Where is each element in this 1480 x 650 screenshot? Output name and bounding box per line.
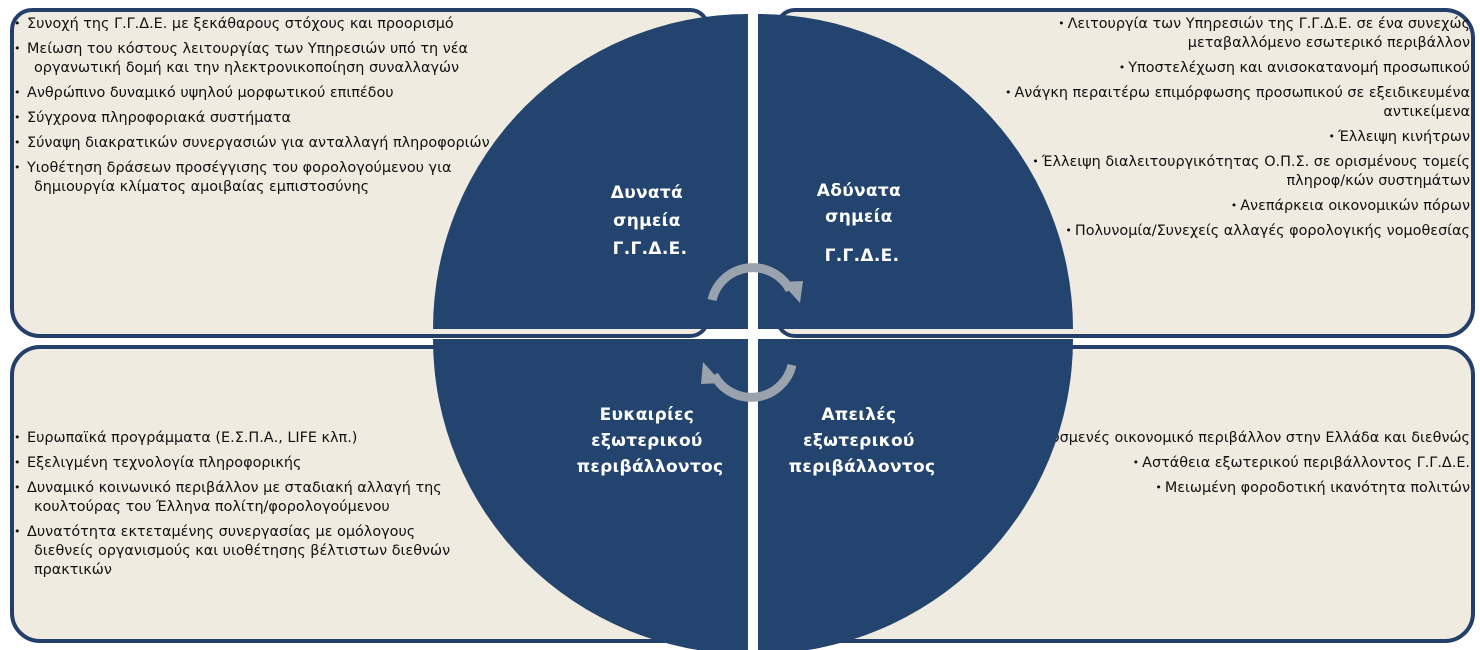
- list-item: •Υποστελέχωση και ανισοκατανομή προσωπικ…: [1118, 60, 1470, 76]
- list-item: •Μειωμένη φοροδοτική ικανότητα πολιτών: [1155, 480, 1470, 496]
- list-item: •Λειτουργία των Υπηρεσιών της Γ.Γ.Δ.Ε. σ…: [1058, 16, 1470, 51]
- list-item: •Ανάγκη περαιτέρω επιμόρφωσης προσωπικού…: [1004, 85, 1470, 120]
- bullet-icon: •: [1155, 481, 1162, 494]
- cycle-arrows-icon: [701, 263, 803, 402]
- threats-quadrant: [758, 339, 1073, 650]
- list-item: •Δυνατότητα εκτεταμένης συνεργασίας με ο…: [14, 524, 451, 578]
- strengths-title: Δυνατά σημεία Γ.Γ.Δ.Ε.: [611, 183, 689, 259]
- bullet-icon: •: [1058, 17, 1065, 30]
- list-item: •Πολυνομία/Συνεχείς αλλαγές φορολογικής …: [1065, 223, 1470, 239]
- threats-list: •Δυσμενές οικονομικό περιβάλλον στην Ελλ…: [985, 428, 1470, 503]
- list-item: •Έλλειψη διαλειτουργικότητας Ο.Π.Σ. σε ο…: [1032, 154, 1470, 189]
- list-item: •Έλλειψη κινήτρων: [1328, 129, 1470, 145]
- strengths-quadrant: [433, 14, 748, 329]
- list-item: •Μείωση του κόστους λειτουργίας των Υπηρ…: [14, 41, 469, 76]
- opportunities-quadrant: [433, 339, 748, 650]
- strengths-list: •Συνοχή της Γ.Γ.Δ.Ε. με ξεκάθαρους στόχο…: [14, 14, 494, 202]
- list-item: •Υιοθέτηση δράσεων προσέγγισης του φορολ…: [14, 160, 452, 195]
- bullet-icon: •: [1118, 61, 1126, 74]
- bullet-icon: •: [1004, 86, 1012, 99]
- opportunities-list: •Ευρωπαϊκά προγράμματα (Ε.Σ.Π.Α., LIFE κ…: [14, 428, 464, 585]
- threats-title: Απειλές εξωτερικού περιβάλλοντος: [789, 405, 936, 477]
- list-item: •Αστάθεια εξωτερικού περιβάλλοντος Γ.Γ.Δ…: [1132, 455, 1470, 471]
- bullet-icon: •: [1032, 155, 1039, 168]
- opportunities-title: Ευκαιρίες εξωτερικού περιβάλλοντος: [577, 405, 724, 477]
- bullet-icon: •: [1132, 456, 1140, 469]
- list-item: •Ανεπάρκεια οικονομικών πόρων: [1230, 198, 1470, 214]
- weaknesses-quadrant: [758, 14, 1073, 329]
- bullet-icon: •: [1230, 199, 1238, 212]
- bullet-icon: •: [1328, 130, 1335, 143]
- weaknesses-title: Αδύνατα σημεία Γ.Γ.Δ.Ε.: [817, 181, 907, 266]
- weaknesses-list: •Λειτουργία των Υπηρεσιών της Γ.Γ.Δ.Ε. σ…: [1000, 14, 1470, 246]
- circle-quadrants: [433, 14, 1073, 650]
- list-item: •Δυναμικό κοινωνικό περιβάλλον με σταδια…: [14, 480, 442, 515]
- bullet-icon: •: [1065, 224, 1072, 237]
